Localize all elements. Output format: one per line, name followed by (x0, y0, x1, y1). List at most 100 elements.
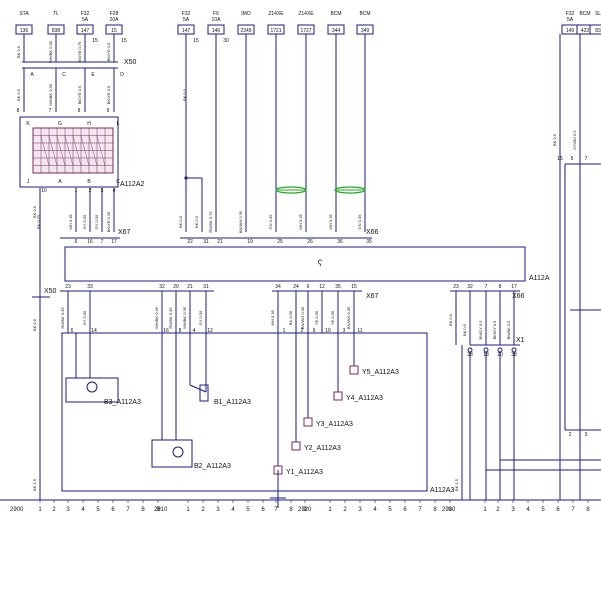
x67-bottom-left-pin: 20 (173, 284, 179, 290)
a112a3-label: A112A3 (430, 487, 454, 494)
a112a2-pin-top: L (117, 121, 120, 127)
ruler-tick: 8 (141, 507, 145, 513)
ruler-tick: 4 (81, 507, 85, 513)
x1-pin: 28 (467, 352, 473, 358)
x67-bottom-pin: 34 (275, 284, 281, 290)
x67-bottom-left-pin: 32 (159, 284, 165, 290)
fuse-name-f32b: F32 (182, 11, 191, 17)
x67-bottom-label: X67 (366, 293, 379, 300)
x50-left-label: X50 (44, 288, 57, 295)
b2-sensor-symbol (172, 446, 184, 458)
injector-label-y5: Y5_A112A3 (362, 369, 399, 376)
fuse-name-slr: SL (595, 11, 601, 17)
wire-label-below-a112a2: GY 0.35 (94, 214, 99, 229)
x66-top-pin: 25 (277, 239, 283, 245)
fuse-name-z14xe2: Z14XE (298, 11, 314, 17)
wire-label-right-mid: BK 0.5 (462, 323, 467, 336)
ruler-tick: 2 (201, 507, 205, 513)
x66-top-pin: 36 (337, 239, 343, 245)
ruler-tick: 6 (261, 507, 265, 513)
injector-label-y1: Y1_A112A3 (286, 469, 323, 476)
a112a2-chip-diag (40, 135, 50, 167)
fuse-name-bcm2: BCM (359, 11, 370, 17)
wire-label-upper-mid: GN 0.35 (357, 214, 362, 230)
fuse-name-f28: F28 (110, 11, 119, 17)
ruler-tick: 3 (358, 507, 362, 513)
ruler-tick: 8 (433, 507, 437, 513)
a112a2-chip-diag (56, 135, 66, 167)
right-top-pin: 7 (585, 156, 588, 162)
wire-label-top-left: BK/YE 0.75 (77, 41, 82, 62)
comp-pin-a: 6 (71, 328, 74, 334)
x50-pin-number: 7 (49, 108, 52, 114)
x50-pin-number: 8 (78, 108, 81, 114)
ruler-tick: 3 (511, 507, 515, 513)
x66-bottom-pin: 23 (453, 284, 459, 290)
wire-label-top-left-lower: WH/BK 0.35 (48, 83, 53, 106)
x50-pin-letter: A (30, 72, 34, 78)
x67-bottom-left-pin: 33 (87, 284, 93, 290)
fuse-value-z14xe2: 1727 (300, 28, 311, 34)
fuse-pin-f6: 30 (223, 38, 229, 44)
wire-label-right-mid: BK/GY 0.5 (492, 320, 497, 340)
a112a2-wire-number: 10 (41, 188, 47, 194)
x50-top-label: X50 (124, 59, 137, 66)
x1-pin: 38 (511, 352, 517, 358)
wire-label-lower-mid: WH/BK 0.35 (154, 306, 159, 329)
injector-coil (291, 441, 301, 451)
a112a-label: A112A (529, 275, 550, 282)
wire-layer (0, 24, 601, 508)
fuse-value-bcm1: 344 (332, 28, 341, 34)
x67-top-pin: 7 (101, 239, 104, 245)
wire-label-top-left-lower: BK/YE 0.5 (106, 85, 111, 104)
wire-label-bottom-left: BK 1.5 (32, 478, 37, 491)
x66-top-label: X66 (366, 229, 379, 236)
wire-label-far-right-0: BK 0.5 (552, 133, 557, 146)
b2-component (151, 439, 193, 468)
a112a2-chip-diag (48, 135, 58, 167)
x1-pin: 20 (497, 352, 503, 358)
fuse-name-z14xe1: Z14XE (268, 11, 284, 17)
x1-label: X1 (516, 337, 525, 344)
fuse-pin-f32: 15 (92, 38, 98, 44)
ruler-tick: 9 (303, 507, 307, 513)
x66-bottom-pin: 7 (485, 284, 488, 290)
ruler-section-2930: 2930 (442, 507, 456, 513)
wire-label-top-left-lower: BK 0.5 (16, 88, 21, 101)
ruler-tick: 1 (38, 507, 42, 513)
fuse-rating-f28: 20A (110, 17, 120, 23)
x66-bottom-pin: 8 (499, 284, 502, 290)
x50-pin-number: 9 (107, 108, 110, 114)
ruler-section-2920: 2920 (298, 507, 312, 513)
wire-label-below-a112a2: WH 0.35 (68, 213, 73, 229)
x50-pin-number: 8 (17, 108, 20, 114)
ruler-tick: 7 (274, 507, 278, 513)
x1-pin: 18 (483, 352, 489, 358)
fuse-rating-f32: 5A (82, 17, 89, 23)
fuse-value-tl: 838 (52, 28, 61, 34)
x50-pin-letter: D (120, 72, 124, 78)
fuse-value-f32: 147 (81, 28, 90, 34)
fuse-name-bcmr: BCM (579, 11, 590, 17)
ruler-tick: 7 (571, 507, 575, 513)
wire-label-far-right-1: GY/BU 0.5 (572, 130, 577, 150)
x66-top-pin: 35 (366, 239, 372, 245)
x67-bottom-pin: 15 (351, 284, 357, 290)
a112a2-pin-bottom: A (58, 179, 62, 185)
fuse-value-f32r: 149 (566, 28, 575, 34)
ruler-tick: 1 (483, 507, 487, 513)
ruler-tick: 5 (96, 507, 100, 513)
a112a2-pin-bottom: B (87, 179, 91, 185)
wire-label-lower-mid: RD/BK 0.35 (168, 307, 173, 329)
comp-pin-b: 9 (313, 328, 316, 334)
wire-label-upper-mid: WH 0.35 (298, 213, 303, 229)
fuse-rating-f6: 10A (212, 17, 222, 23)
right-top-pin: 5 (571, 156, 574, 162)
fuse-value-bcmr: 422 (581, 28, 590, 34)
fuse-value-sta: 136 (20, 28, 29, 34)
fuse-name-f6: F6 (213, 11, 219, 17)
wire-label-upper-mid: BN/WH 0.35 (238, 210, 243, 233)
ruler-tick: 4 (526, 507, 530, 513)
x67-top-pin: 17 (111, 239, 117, 245)
